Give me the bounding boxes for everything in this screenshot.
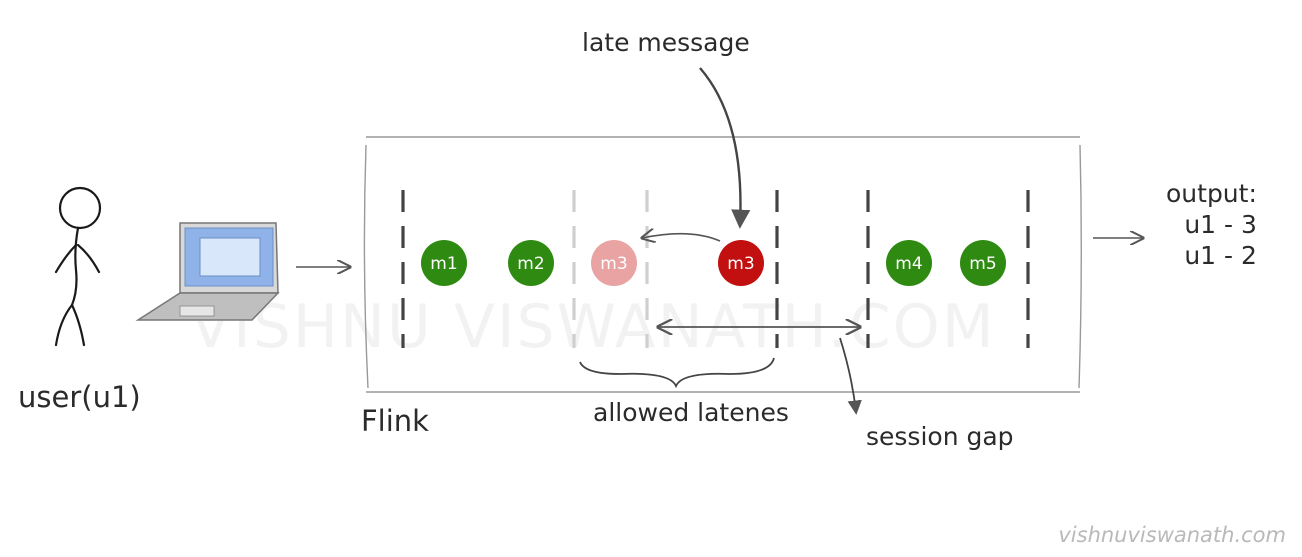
late-message-arrow: [699, 67, 751, 229]
message-label: m3: [727, 254, 754, 274]
stick-figure-icon: [54, 186, 102, 347]
message-label: m5: [969, 254, 996, 274]
watermark-footer: vishnuviswanath.com: [1058, 523, 1286, 547]
message-circle: [960, 240, 1006, 286]
window-boundaries: [401, 190, 1030, 348]
output-line: u1 - 2: [1184, 241, 1257, 270]
message-on-time: m4: [886, 240, 932, 286]
message-label: m4: [895, 254, 922, 274]
message-circle: [718, 240, 764, 286]
message-on-time: m2: [508, 240, 554, 286]
laptop-icon: [135, 222, 280, 321]
flink-box: [363, 136, 1082, 393]
message-expected-slot: m3: [591, 240, 637, 286]
message-circle: [591, 240, 637, 286]
message-label: m3: [600, 254, 627, 274]
output-title: output:: [1166, 179, 1257, 208]
flink-label: Flink: [361, 404, 429, 438]
message-on-time: m5: [960, 240, 1006, 286]
user-label: user(u1): [18, 380, 141, 414]
message-circle: [508, 240, 554, 286]
output-block: output: u1 - 3 u1 - 2: [1166, 178, 1257, 271]
message-circle: [421, 240, 467, 286]
allowed-lateness-brace: [579, 357, 775, 389]
message-late: m3: [718, 240, 764, 286]
message-label: m2: [517, 254, 544, 274]
late-to-slot-arrow: [642, 234, 721, 241]
message-circle: [886, 240, 932, 286]
message-on-time: m1: [421, 240, 467, 286]
session-gap-pointer: [839, 337, 862, 415]
allowed-lateness-label: allowed latenes: [593, 398, 789, 427]
message-label: m1: [430, 254, 457, 274]
messages-group: m1 m2 m3 m3 m4 m5: [421, 240, 1006, 286]
late-message-label: late message: [582, 28, 750, 57]
output-line: u1 - 3: [1184, 210, 1257, 239]
session-gap-label: session gap: [866, 422, 1014, 451]
